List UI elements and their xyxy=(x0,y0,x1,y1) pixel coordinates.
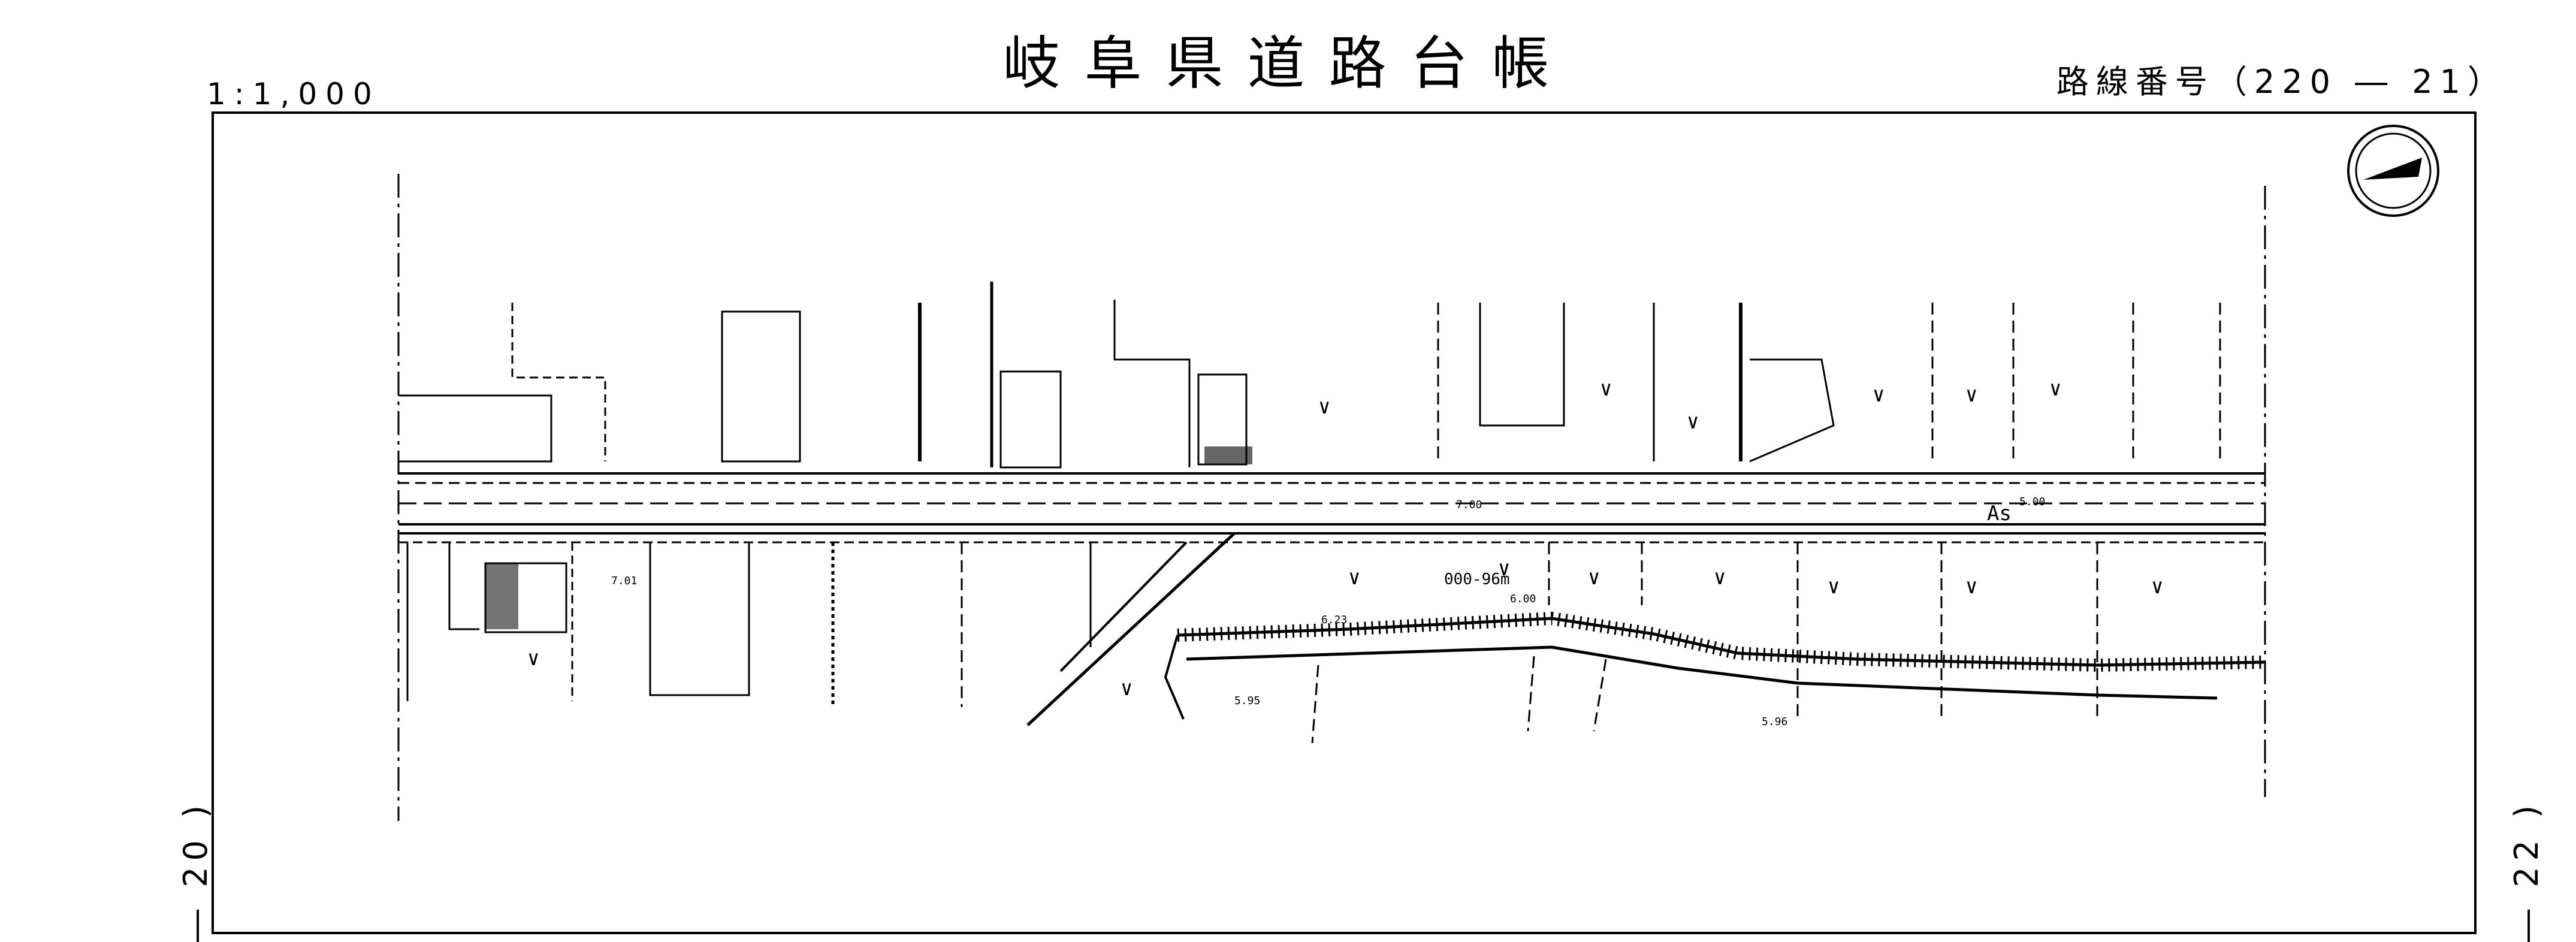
building-6 xyxy=(1479,303,1565,427)
side-road-edge-east xyxy=(1026,532,1236,726)
spot-label: 7.00 xyxy=(1456,499,1482,511)
field-mark: ∨ xyxy=(527,647,539,671)
building-7 xyxy=(1749,358,1835,463)
field-mark: ∨ xyxy=(1965,383,1977,407)
field-mark: ∨ xyxy=(1121,677,1133,701)
hatched-areas xyxy=(485,446,1252,629)
building-3 xyxy=(999,370,1062,469)
field-mark: ∨ xyxy=(1498,557,1510,581)
embankment-bottom xyxy=(1186,645,2218,700)
spot-label: 5.96 xyxy=(1762,715,1787,728)
field-mark: ∨ xyxy=(2049,377,2061,401)
field-mark: ∨ xyxy=(2151,575,2163,599)
field-mark: ∨ xyxy=(1318,395,1330,419)
parcel-line-17 xyxy=(1311,656,1607,744)
map-labels: As 000-96m 7.01 7.00 6.00 5.95 6.23 5.96… xyxy=(611,496,2045,728)
scale-label: 1:1,000 xyxy=(207,77,380,111)
sheet-title: 岐阜県道路台帳 xyxy=(1002,30,1574,97)
building-4 xyxy=(1113,300,1191,467)
building-8 xyxy=(406,542,479,701)
route-number: 路線番号（220 ― 21） xyxy=(2056,63,2507,101)
spot-label: 7.01 xyxy=(611,575,637,587)
embankment-top xyxy=(1177,617,2266,667)
building-2 xyxy=(721,310,801,463)
vegetation-marks: ∨ ∨ ∨ ∨ ∨ ∨ ∨ ∨ ∨ ∨ ∨ ∨ ∨ ∨ ∨ xyxy=(527,377,2163,701)
bench-mark-label: 000-96m xyxy=(1444,570,1510,588)
field-mark: ∨ xyxy=(1600,377,1612,401)
spot-label: 5.95 xyxy=(1234,695,1260,707)
field-mark: ∨ xyxy=(1348,566,1360,590)
map-frame xyxy=(212,111,2477,932)
building-1 xyxy=(398,394,552,463)
field-mark: ∨ xyxy=(1828,575,1840,599)
field-mark: ∨ xyxy=(1965,575,1977,599)
spot-label: 6.00 xyxy=(1510,593,1536,605)
parcel-line-1 xyxy=(511,303,606,461)
spot-label: 6.23 xyxy=(1321,614,1347,626)
spot-label: 5.00 xyxy=(2019,496,2045,508)
map-frame-bottom xyxy=(212,932,2477,934)
north-arrow-icon xyxy=(2347,125,2439,217)
surface-label: As xyxy=(1987,502,2012,526)
embankment-west xyxy=(1164,635,1185,720)
field-mark: ∨ xyxy=(1687,410,1699,434)
field-mark: ∨ xyxy=(1873,383,1885,407)
hatched-parcel-1 xyxy=(485,563,518,629)
hatched-parcel-2 xyxy=(1204,446,1252,464)
side-road-edge-west xyxy=(1059,541,1188,672)
field-mark: ∨ xyxy=(1714,566,1726,590)
field-mark: ∨ xyxy=(1588,566,1600,590)
building-10 xyxy=(649,542,750,696)
